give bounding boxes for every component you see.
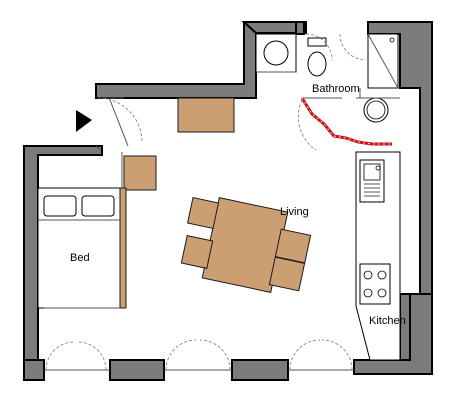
chair-bottom-right — [268, 256, 306, 292]
furniture: Bed Living — [37, 97, 312, 309]
windows — [44, 307, 354, 371]
kitchen-label: Kitchen — [369, 315, 406, 327]
pipe-highlight — [300, 97, 392, 146]
right-wall-lower — [353, 293, 433, 375]
kitchen-hob — [359, 263, 391, 305]
kitchen-counter — [355, 151, 401, 361]
bottom-wall-left-stub — [23, 359, 45, 381]
bed-label: Bed — [70, 252, 90, 264]
chair-bottom-left — [180, 235, 214, 269]
cupboard — [177, 97, 235, 133]
toilet-tank — [307, 37, 327, 47]
entrance — [76, 97, 143, 151]
bathroom-top-wall-right — [295, 21, 305, 35]
desk — [123, 155, 157, 191]
bottom-wall-left — [109, 359, 165, 381]
pillow-left — [43, 195, 77, 217]
pillow-right — [81, 195, 115, 217]
bed-frame-right — [119, 187, 127, 309]
upper-wall — [95, 21, 257, 99]
living-label: Living — [280, 206, 309, 218]
bathroom-label: Bathroom — [312, 83, 360, 95]
toilet-bowl — [307, 51, 327, 77]
chair-top-left — [186, 196, 220, 230]
bathroom-top-wall — [241, 21, 307, 34]
kitchen: Kitchen — [355, 151, 406, 361]
bathroom-sink — [363, 97, 389, 123]
bathroom: Bathroom — [255, 33, 400, 151]
entrance-arrow-icon — [76, 110, 92, 132]
walls — [23, 21, 433, 381]
washing-machine-drum — [263, 40, 289, 66]
bottom-wall-mid — [231, 359, 289, 381]
chair-top-right — [274, 228, 312, 264]
